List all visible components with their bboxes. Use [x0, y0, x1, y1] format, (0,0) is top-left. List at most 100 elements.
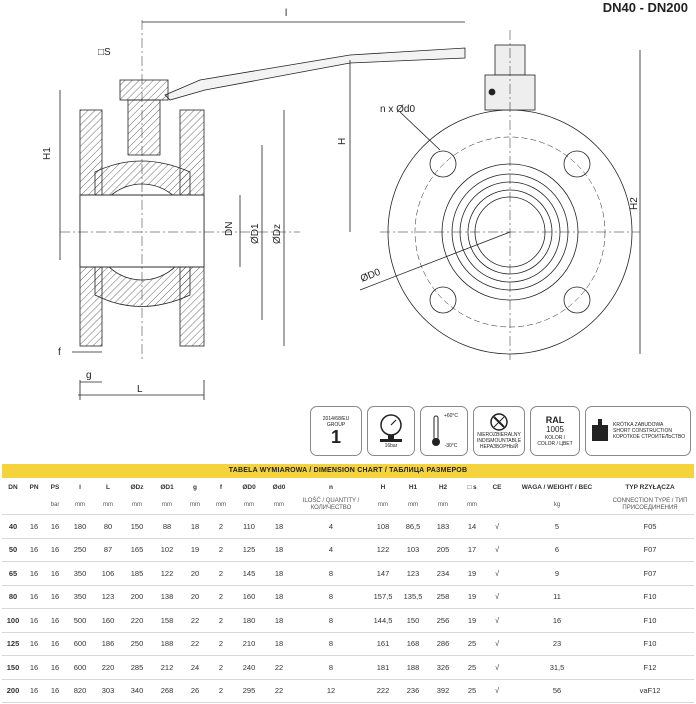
table-cell: 16 [24, 585, 44, 609]
unit-cell: mm [368, 496, 398, 515]
dim-g: g [86, 370, 92, 381]
table-cell: F07 [606, 538, 694, 562]
eu-directive-badge: 2014/68/EU GROUP 1 [310, 406, 362, 456]
table-cell: 303 [94, 679, 122, 703]
dim-l: l [285, 8, 287, 19]
table-cell: 8 [294, 632, 368, 656]
column-header: L [106, 483, 110, 491]
dim-nxd0: n x Ød0 [380, 104, 415, 115]
table-cell: 160 [234, 585, 264, 609]
table-cell: 22 [182, 608, 208, 633]
table-cell: 100 [2, 608, 24, 633]
table-cell: 188 [152, 632, 182, 656]
table-cell: 256 [428, 608, 458, 633]
dim-s: □S [98, 47, 111, 58]
table-cell: 16 [24, 514, 44, 539]
table-cell: 222 [368, 679, 398, 703]
table-cell: 200 [2, 679, 24, 703]
table-cell: 19 [458, 585, 486, 609]
table-cell: 18 [264, 608, 294, 633]
table-cell: 234 [428, 561, 458, 586]
table-cell: 14 [458, 514, 486, 539]
table-cell: 110 [234, 514, 264, 539]
table-cell: 25 [458, 632, 486, 656]
table-cell: 2 [208, 538, 234, 562]
table-cell: 2 [208, 655, 234, 680]
table-cell: 65 [2, 561, 24, 586]
table-cell: 108 [368, 514, 398, 539]
unit-cell: mm [398, 496, 428, 515]
table-cell: 326 [428, 655, 458, 680]
temperature-badge: +60°C -30°C [420, 406, 468, 456]
wrench-crossed-icon [490, 413, 508, 431]
table-cell: 820 [66, 679, 94, 703]
table-cell: 16 [44, 632, 66, 656]
dim-h1: H1 [42, 147, 53, 160]
table-cell: 161 [368, 632, 398, 656]
table-cell: 150 [398, 608, 428, 633]
table-cell: 258 [428, 585, 458, 609]
column-header: g [193, 483, 197, 491]
table-cell: 56 [508, 679, 606, 703]
unit-cell [24, 496, 44, 515]
table-cell: 236 [398, 679, 428, 703]
table-cell: 600 [66, 632, 94, 656]
column-header: PN [29, 483, 39, 491]
table-cell: 188 [398, 655, 428, 680]
dim-f: f [58, 347, 61, 358]
table-cell: 250 [122, 632, 152, 656]
table-cell: 18 [264, 538, 294, 562]
table-cell: 220 [94, 655, 122, 680]
table-cell: 150 [122, 514, 152, 539]
table-cell: 16 [44, 679, 66, 703]
pressure-badge: 16bar [367, 406, 415, 456]
table-cell: 25 [458, 655, 486, 680]
table-cell: 145 [234, 561, 264, 586]
table-cell: 295 [234, 679, 264, 703]
dim-d1: ØD1 [250, 223, 261, 244]
table-cell: 2 [208, 632, 234, 656]
column-header: ØD0 [242, 483, 256, 491]
table-cell: 2 [208, 514, 234, 539]
table-cell: 9 [508, 561, 606, 586]
table-cell: 392 [428, 679, 458, 703]
column-header: CE [492, 483, 502, 491]
unit-cell: bar [44, 496, 66, 515]
table-cell: 135,5 [398, 585, 428, 609]
table-cell: 4 [294, 538, 368, 562]
table-cell: 125 [234, 538, 264, 562]
table-cell: √ [486, 561, 508, 586]
table-cell: 150 [2, 655, 24, 680]
column-header: f [219, 483, 223, 491]
table-cell: 157,5 [368, 585, 398, 609]
table-cell: 16 [44, 655, 66, 680]
table-cell: 144,5 [368, 608, 398, 633]
unit-cell: mm [428, 496, 458, 515]
table-cell: 2 [208, 585, 234, 609]
table-cell: √ [486, 632, 508, 656]
table-cell: √ [486, 679, 508, 703]
dim-dn: DN [224, 222, 235, 236]
table-cell: 500 [66, 608, 94, 633]
table-cell: 16 [24, 561, 44, 586]
table-cell: 86,5 [398, 514, 428, 539]
dim-L: L [137, 384, 143, 395]
table-cell: 220 [122, 608, 152, 633]
table-cell: 12 [294, 679, 368, 703]
table-cell: F10 [606, 608, 694, 633]
table-cell: 19 [182, 538, 208, 562]
unit-cell [486, 496, 508, 515]
column-header: Ød0 [272, 483, 286, 491]
page-title: DN40 - DN200 [602, 0, 688, 15]
table-cell: 20 [182, 561, 208, 586]
dim-h2: H2 [629, 197, 640, 210]
